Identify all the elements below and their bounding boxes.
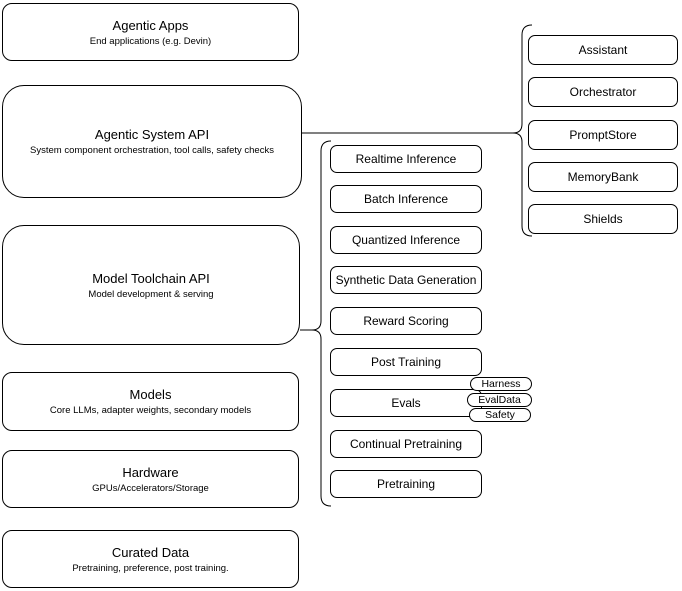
layer-box-agentic-system-api: Agentic System API System component orch… <box>2 85 302 198</box>
service-box-batch-inference: Batch Inference <box>330 185 482 213</box>
layer-title: Model Toolchain API <box>92 270 210 286</box>
service-box-reward-scoring: Reward Scoring <box>330 307 482 335</box>
component-box-promptstore: PromptStore <box>528 120 678 150</box>
layer-subtitle: End applications (e.g. Devin) <box>89 35 212 47</box>
service-label: Batch Inference <box>363 192 449 206</box>
service-box-quantized-inference: Quantized Inference <box>330 226 482 254</box>
system-brace <box>512 24 533 237</box>
component-label: Shields <box>583 212 623 226</box>
eval-tag-safety: Safety <box>469 408 531 422</box>
service-box-evals: Evals <box>330 389 482 417</box>
eval-tag-harness: Harness <box>470 377 532 391</box>
service-label: Pretraining <box>376 477 436 491</box>
component-label: Assistant <box>578 43 628 57</box>
layer-box-hardware: Hardware GPUs/Accelerators/Storage <box>2 450 299 508</box>
service-label: Evals <box>391 396 421 410</box>
layer-box-models: Models Core LLMs, adapter weights, secon… <box>2 372 299 431</box>
layer-title: Agentic System API <box>94 127 210 142</box>
layer-subtitle: GPUs/Accelerators/Storage <box>92 482 209 494</box>
service-label: Realtime Inference <box>355 152 457 166</box>
service-box-realtime-inference: Realtime Inference <box>330 145 482 173</box>
service-box-continual-pretraining: Continual Pretraining <box>330 430 482 458</box>
service-label: Reward Scoring <box>363 314 449 328</box>
layer-box-model-toolchain-api: Model Toolchain API Model development & … <box>2 225 300 345</box>
layer-subtitle: Model development & serving <box>88 288 214 300</box>
service-box-post-training: Post Training <box>330 348 482 376</box>
eval-tag-label: Safety <box>485 409 515 421</box>
component-label: Orchestrator <box>569 85 637 99</box>
eval-tag-label: Harness <box>481 378 521 390</box>
layer-title: Models <box>129 387 172 402</box>
component-box-shields: Shields <box>528 204 678 234</box>
layer-subtitle: System component orchestration, tool cal… <box>30 145 274 156</box>
component-box-memorybank: MemoryBank <box>528 162 678 192</box>
service-label: Continual Pretraining <box>349 437 463 451</box>
toolchain-brace <box>311 140 332 507</box>
layer-title: Curated Data <box>111 544 190 560</box>
service-box-synthetic-data-generation: Synthetic Data Generation <box>330 266 482 294</box>
layer-box-agentic-apps: Agentic Apps End applications (e.g. Devi… <box>2 3 299 61</box>
service-label: Synthetic Data Generation <box>335 273 477 287</box>
layer-title: Hardware <box>122 464 179 480</box>
layer-box-curated-data: Curated Data Pretraining, preference, po… <box>2 530 299 588</box>
component-box-orchestrator: Orchestrator <box>528 77 678 107</box>
service-label: Post Training <box>370 355 442 369</box>
service-label: Quantized Inference <box>351 233 461 247</box>
layer-subtitle: Core LLMs, adapter weights, secondary mo… <box>49 405 252 416</box>
component-label: MemoryBank <box>567 170 639 184</box>
layer-title: Agentic Apps <box>112 17 189 33</box>
layer-subtitle: Pretraining, preference, post training. <box>72 562 229 574</box>
eval-tag-label: EvalData <box>478 394 521 406</box>
component-box-assistant: Assistant <box>528 35 678 65</box>
service-box-pretraining: Pretraining <box>330 470 482 498</box>
component-label: PromptStore <box>569 128 637 142</box>
eval-tag-evaldata: EvalData <box>467 393 532 407</box>
